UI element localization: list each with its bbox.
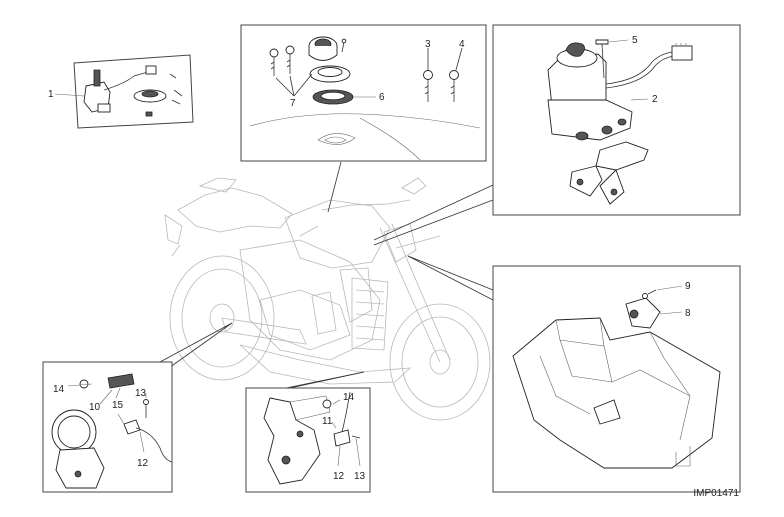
callout-14b: 14 xyxy=(343,392,355,403)
callout-7: 7 xyxy=(290,98,296,109)
fuel-cap-panel xyxy=(240,24,487,162)
diagram-reference-code: IMP01471 xyxy=(693,488,739,499)
lock-set-panel xyxy=(73,54,194,129)
callout-8: 8 xyxy=(685,308,691,319)
pointer-lines xyxy=(159,161,494,389)
callout-1: 1 xyxy=(48,89,54,100)
electrical-box-panel xyxy=(492,265,741,493)
callout-9: 9 xyxy=(685,281,691,292)
callout-10: 10 xyxy=(89,402,101,413)
callout-12a: 12 xyxy=(137,458,149,469)
callout-15: 15 xyxy=(112,400,124,411)
motorcycle-illustration xyxy=(164,177,491,421)
callout-3: 3 xyxy=(425,39,431,50)
callout-4: 4 xyxy=(459,39,465,50)
callout-labels: 1 2 3 4 5 6 7 8 9 10 11 12 12 13 13 14 1… xyxy=(48,35,691,482)
rear-sensor-panel xyxy=(42,361,173,493)
front-sensor-panel xyxy=(245,387,371,493)
callout-2: 2 xyxy=(652,94,658,105)
callout-12b: 12 xyxy=(333,471,345,482)
callout-5: 5 xyxy=(632,35,638,46)
callout-13a: 13 xyxy=(135,388,147,399)
callout-11: 11 xyxy=(322,416,333,427)
callout-13b: 13 xyxy=(354,471,366,482)
ignition-switch-panel xyxy=(492,24,741,216)
callout-14a: 14 xyxy=(53,384,65,395)
callout-6: 6 xyxy=(379,92,385,103)
